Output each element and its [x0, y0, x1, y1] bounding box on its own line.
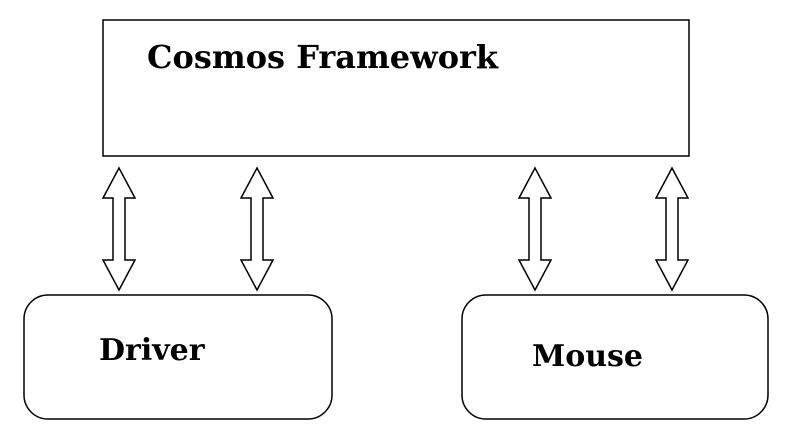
- framework-label: Cosmos Framework: [147, 38, 499, 76]
- mouse-node: Mouse: [461, 294, 769, 420]
- bidirectional-arrow-driver-2: [239, 166, 275, 292]
- bidirectional-arrow-mouse-1: [517, 166, 553, 292]
- driver-node: Driver: [23, 294, 333, 420]
- framework-box: [102, 19, 690, 157]
- framework-node: Cosmos Framework: [102, 19, 690, 157]
- mouse-box: [461, 294, 769, 420]
- mouse-label: Mouse: [532, 339, 643, 374]
- driver-box: [23, 294, 333, 420]
- bidirectional-arrow-mouse-2: [654, 166, 690, 292]
- driver-label: Driver: [99, 333, 206, 368]
- connector-arrows: [101, 166, 690, 292]
- bidirectional-arrow-driver-1: [101, 166, 137, 292]
